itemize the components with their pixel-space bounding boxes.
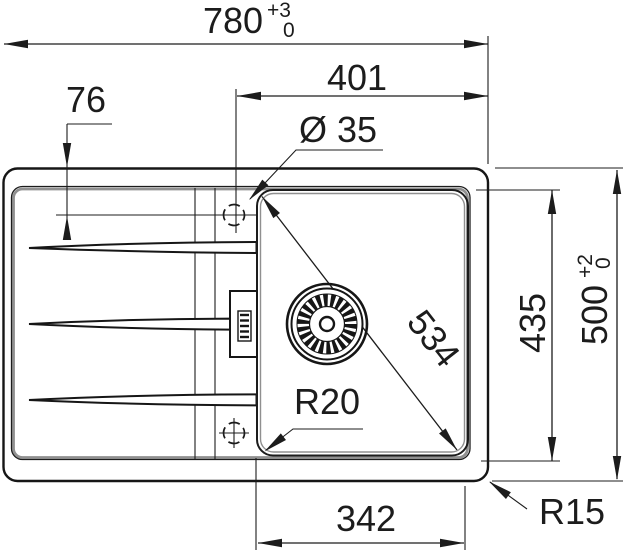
dim-500: 500 +2 0 (492, 167, 623, 482)
dim-76-arrow-down (62, 143, 72, 167)
dim-534-label: 534 (399, 302, 468, 375)
sink-body (2, 89, 490, 483)
dim-342: 342 (255, 458, 466, 550)
dim-500-tolerance-minus: 0 (592, 257, 615, 269)
dim-500-arrow-up (612, 170, 622, 194)
dim-534-arrow-bottomright (439, 428, 461, 453)
tap-hole-top (222, 203, 246, 227)
r15-label: R15 (539, 491, 605, 532)
dim-401: 401 (237, 57, 488, 101)
strainer-teeth-outer-edge (296, 293, 358, 355)
dim-534-arrow-topleft (258, 193, 280, 219)
dim-780-tolerance-minus: 0 (283, 19, 295, 42)
dim-435: 435 (476, 189, 560, 462)
dim-500-tolerance-plus: +2 (574, 254, 597, 278)
dim-401-label: 401 (327, 57, 387, 98)
strainer-outer-ring (285, 282, 369, 366)
strainer-teeth-ring (297, 294, 357, 354)
drainboard-grooves (28, 240, 258, 407)
dim-435-label: 435 (512, 293, 553, 353)
bowl-shadow-line (259, 192, 466, 453)
dim-r20: R20 (261, 381, 363, 455)
dim-780-arrow-left (4, 39, 28, 49)
waste-strainer (285, 282, 369, 366)
dia-35-leader-line (249, 149, 383, 200)
dim-435-arrow-up (547, 190, 557, 214)
dia-35-label: Ø 35 (299, 109, 377, 150)
dim-76-arrow-up (62, 216, 72, 240)
dim-76: 76 (62, 79, 112, 240)
dim-342-arrow-right (440, 538, 464, 548)
drainboard-groove (28, 393, 258, 407)
sink-outer-outline (2, 167, 490, 483)
strainer-center-cap (318, 315, 336, 333)
dim-r15: R15 (486, 478, 605, 532)
drainboard-groove (28, 240, 258, 255)
dim-342-label: 342 (336, 498, 396, 539)
dim-435-arrow-down (547, 437, 557, 461)
overflow-slot-bars (240, 313, 249, 339)
dim-780-arrow-right (464, 39, 488, 49)
r20-label: R20 (294, 381, 360, 422)
dim-500-label: 500 (574, 285, 615, 345)
dim-342-arrow-left (258, 538, 282, 548)
tap-hole-bottom (219, 418, 249, 448)
dim-780-tolerance-plus: +3 (267, 0, 291, 22)
dim-780-label: 780 (203, 0, 263, 41)
dim-76-label: 76 (66, 79, 106, 120)
sink-rim-inner-outline (10, 185, 471, 461)
drainboard-groove (28, 317, 232, 331)
dim-780: 780 +3 0 (4, 0, 489, 164)
overflow-fitting (229, 290, 258, 358)
dim-hole-diameter: Ø 35 (245, 109, 383, 203)
dim-500-arrow-down (612, 456, 622, 480)
tap-hole-circle (222, 203, 246, 227)
dim-401-arrow-left (237, 91, 261, 101)
dim-401-arrow-right (464, 91, 488, 101)
